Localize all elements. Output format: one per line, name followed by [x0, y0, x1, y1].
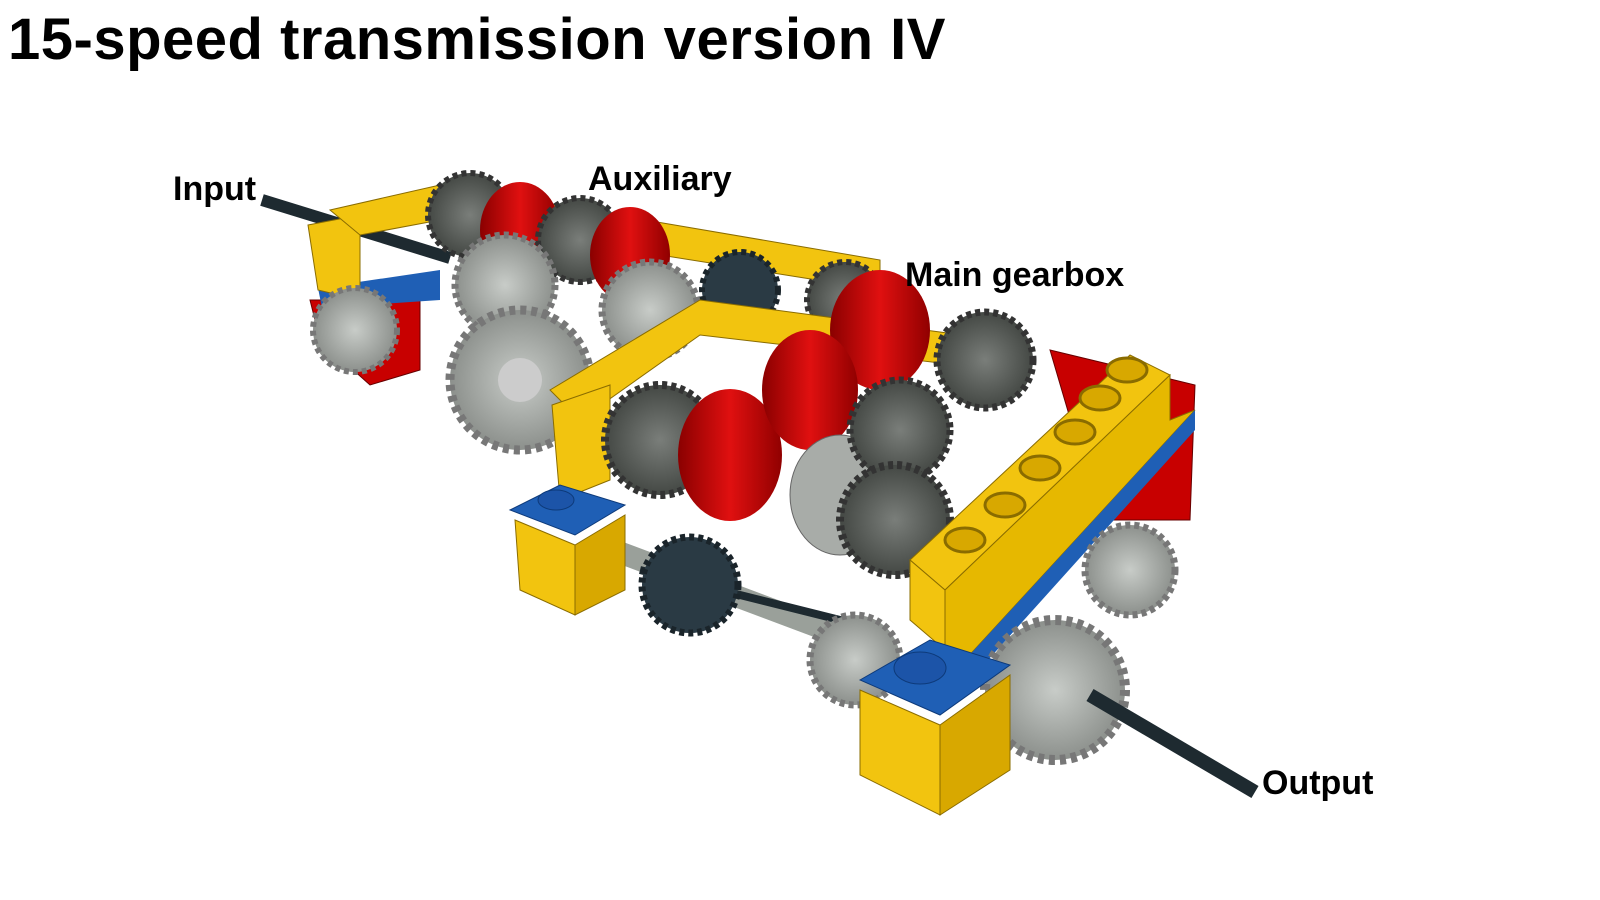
output-axle — [1086, 688, 1259, 799]
main-gearbox-section — [445, 270, 1037, 709]
front-beam-and-output — [858, 349, 1259, 816]
red-clutch — [762, 330, 858, 450]
gear — [846, 376, 954, 484]
stud — [893, 651, 947, 685]
gear — [638, 533, 742, 637]
label-main-gearbox: Main gearbox — [905, 256, 1125, 294]
gear — [933, 308, 1037, 412]
stud — [537, 489, 575, 511]
left-block-yellow — [551, 384, 611, 501]
front-beam-blue — [965, 410, 1195, 680]
front-left-block-yellow — [514, 519, 576, 616]
beam-holes — [943, 356, 1149, 554]
output-block-side — [939, 674, 1011, 816]
gear — [1081, 521, 1179, 619]
gear — [451, 231, 559, 339]
red-clutch — [830, 270, 930, 390]
gear — [310, 285, 400, 375]
gear — [980, 615, 1130, 765]
gear — [498, 358, 542, 402]
page-title: 15-speed transmission version IV — [8, 7, 946, 72]
red-clutch — [678, 389, 782, 521]
label-auxiliary: Auxiliary — [588, 160, 732, 198]
gear — [836, 461, 954, 579]
label-input: Input — [173, 170, 257, 208]
label-output: Output — [1262, 764, 1374, 802]
front-left-block-side — [574, 514, 626, 616]
